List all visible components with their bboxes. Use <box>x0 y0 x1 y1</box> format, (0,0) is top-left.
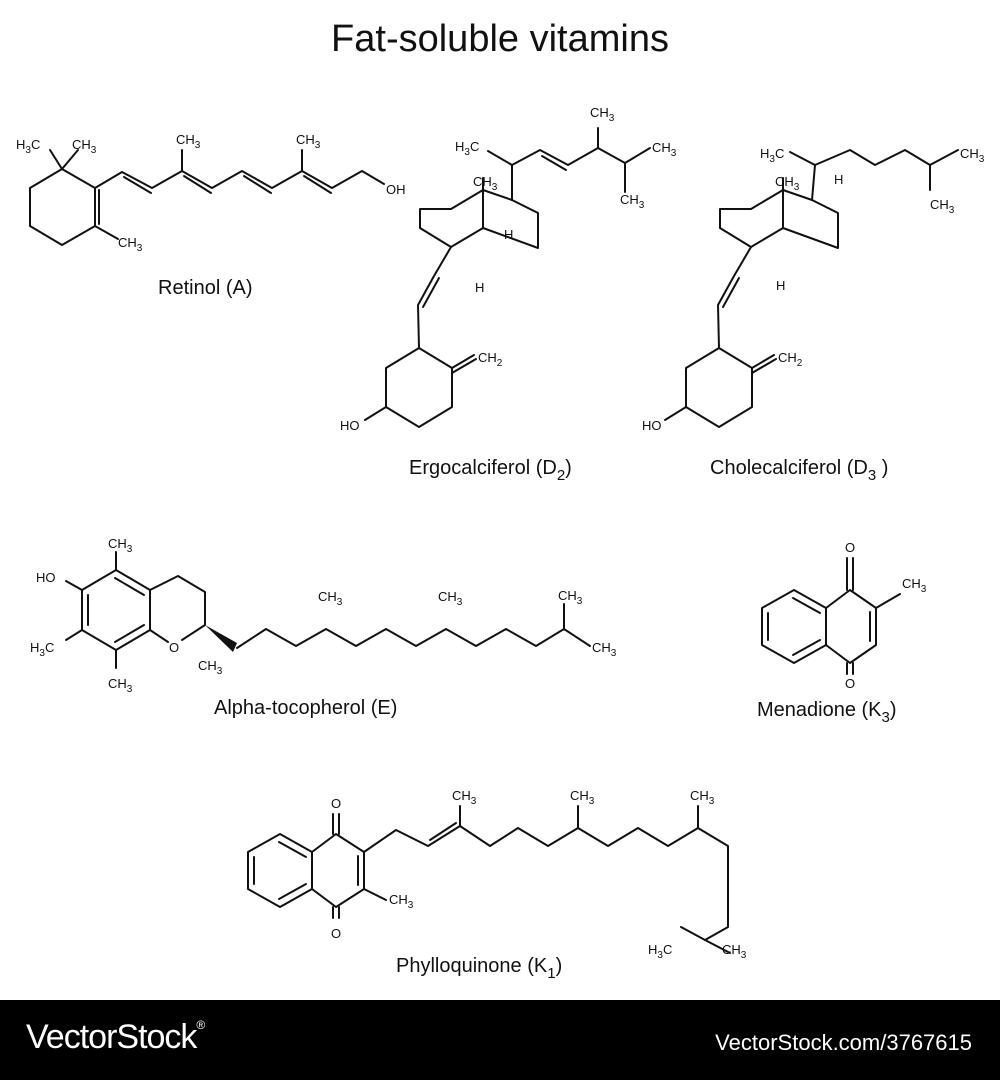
ergocalciferol-ch3-label: CH3 <box>652 140 677 159</box>
tocopherol-ch3-label: CH3 <box>592 640 617 659</box>
ergocalciferol-h-label: H <box>504 227 513 242</box>
phylloquinone-structure <box>247 805 731 954</box>
menadione-ch3-label: CH3 <box>902 576 927 595</box>
cholecalciferol-ch3-label: CH3 <box>930 197 955 216</box>
cholecalciferol-ch2-label: CH2 <box>778 350 803 369</box>
ergocalciferol-ho-label: HO <box>340 418 360 433</box>
menadione-name: Menadione (K3) <box>757 699 897 726</box>
ergocalciferol-ch2-label: CH2 <box>478 350 503 369</box>
phylloquinone-name: Phylloquinone (K1) <box>396 955 562 982</box>
tocopherol-ho-label: HO <box>36 570 56 585</box>
image-id-text: VectorStock.com/3767615 <box>715 1030 972 1055</box>
phylloquinone-ch3-label: CH3 <box>452 788 477 807</box>
ergocalciferol-structure <box>364 127 651 428</box>
tocopherol-h3c-label: H3C <box>30 640 54 659</box>
retinol-oh-label: OH <box>386 182 406 197</box>
cholecalciferol-h-label: H <box>834 172 843 187</box>
retinol-structure <box>29 149 385 246</box>
retinol-chain-ch3-label: CH3 <box>176 132 201 151</box>
tocopherol-wedge-bond <box>205 625 237 652</box>
cholecalciferol-ho-label: HO <box>642 418 662 433</box>
tocopherol-ch3-label: CH3 <box>438 589 463 608</box>
tocopherol-ch3-label: CH3 <box>318 589 343 608</box>
cholecalciferol-h-label: H <box>776 278 785 293</box>
ergocalciferol-ch3-label: CH3 <box>620 192 645 211</box>
phylloquinone-o-label: O <box>331 926 341 941</box>
ergocalciferol-ring-ch3-label: CH3 <box>473 174 498 193</box>
retinol-ring-ch3-label: CH3 <box>118 235 143 254</box>
brand-logo: VectorStock® <box>26 1018 205 1056</box>
cholecalciferol-h3c-label: H3C <box>760 146 784 165</box>
phylloquinone-ch3-label: CH3 <box>690 788 715 807</box>
menadione-o-label: O <box>845 540 855 555</box>
phylloquinone-o-label: O <box>331 796 341 811</box>
cholecalciferol-structure <box>664 149 959 428</box>
structures-canvas: H3C CH3 CH3 CH3 CH3 OH Retinol (A) H3C C… <box>16 105 985 982</box>
retinol-h3c-label: H3C <box>16 137 40 156</box>
tocopherol-ch3-label: CH3 <box>558 588 583 607</box>
tocopherol-ch3-label: CH3 <box>108 676 133 695</box>
ergocalciferol-name: Ergocalciferol (D2) <box>409 457 572 484</box>
ergocalciferol-h-label: H <box>475 280 484 295</box>
cholecalciferol-ch3-label: CH3 <box>960 146 985 165</box>
retinol-chain-ch3-label: CH3 <box>296 132 321 151</box>
phylloquinone-ch3-label: CH3 <box>570 788 595 807</box>
cholecalciferol-name: Cholecalciferol (D3 ) <box>710 457 888 484</box>
tocopherol-ch3-label: CH3 <box>108 536 133 555</box>
retinol-ch3-label: CH3 <box>72 137 97 156</box>
cholecalciferol-ring-ch3-label: CH3 <box>775 174 800 193</box>
tocopherol-name: Alpha-tocopherol (E) <box>214 697 397 719</box>
tocopherol-structure <box>65 551 591 669</box>
ergocalciferol-h3c-label: H3C <box>455 139 479 158</box>
tocopherol-o-label: O <box>169 640 179 655</box>
retinol-name: Retinol (A) <box>158 277 252 299</box>
phylloquinone-ch3-label: CH3 <box>389 892 414 911</box>
tocopherol-ch3-label: CH3 <box>198 658 223 677</box>
page-title: Fat-soluble vitamins <box>331 18 669 60</box>
watermark-footer: VectorStock® VectorStock.com/3767615 <box>0 1000 1000 1080</box>
phylloquinone-ch3-label: CH3 <box>722 942 747 961</box>
menadione-o-label: O <box>845 676 855 691</box>
menadione-structure <box>761 557 901 675</box>
ergocalciferol-ch3-label: CH3 <box>590 105 615 124</box>
phylloquinone-h3c-label: H3C <box>648 942 672 961</box>
